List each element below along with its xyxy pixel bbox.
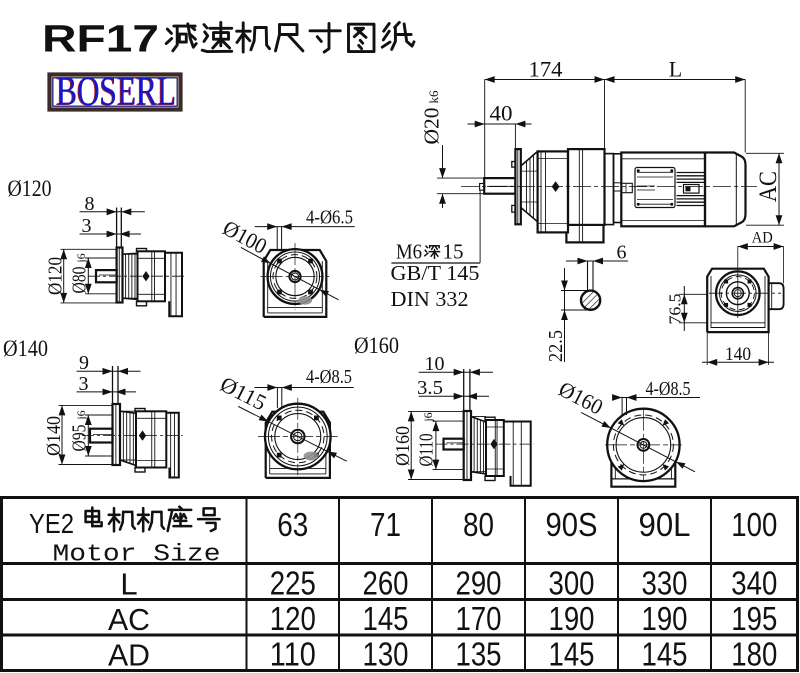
svg-text:M6: M6 <box>396 240 422 264</box>
svg-text:Motor Size: Motor Size <box>53 542 221 569</box>
svg-text:180: 180 <box>731 636 777 673</box>
svg-text:Ø120: Ø120 <box>8 176 52 201</box>
svg-text:AC: AC <box>108 602 150 637</box>
svg-text:Ø140: Ø140 <box>43 416 65 456</box>
svg-text:Ø160: Ø160 <box>392 426 414 466</box>
svg-text:71: 71 <box>370 506 401 543</box>
svg-text:130: 130 <box>363 636 409 673</box>
svg-text:Ø140: Ø140 <box>3 336 48 361</box>
svg-text:90L: 90L <box>639 506 691 543</box>
svg-text:AC: AC <box>755 171 782 202</box>
svg-text:90S: 90S <box>546 506 598 543</box>
svg-text:Ø160: Ø160 <box>354 333 399 358</box>
svg-text:8: 8 <box>85 193 95 215</box>
svg-text:BOSERL: BOSERL <box>56 68 176 114</box>
svg-text:L: L <box>120 567 137 602</box>
svg-text:9: 9 <box>79 352 89 374</box>
svg-text:Ø120: Ø120 <box>45 257 67 295</box>
svg-text:145: 145 <box>363 600 409 637</box>
svg-text:145: 145 <box>642 636 688 673</box>
svg-text:174: 174 <box>529 57 563 82</box>
svg-text:40: 40 <box>490 101 513 126</box>
svg-text:6: 6 <box>617 242 627 264</box>
svg-text:10: 10 <box>425 353 445 375</box>
svg-text:BOSERL: BOSERL <box>55 68 175 114</box>
svg-text:j6: j6 <box>74 253 88 263</box>
svg-text:DIN 332: DIN 332 <box>391 287 469 311</box>
svg-text:Ø80: Ø80 <box>69 267 91 294</box>
svg-text:290: 290 <box>456 565 502 602</box>
svg-text:330: 330 <box>642 565 688 602</box>
svg-text:100: 100 <box>731 506 777 543</box>
svg-text:3.5: 3.5 <box>417 377 443 399</box>
svg-text:190: 190 <box>549 600 595 637</box>
svg-text:4-Ø6.5: 4-Ø6.5 <box>306 206 353 228</box>
svg-text:AD: AD <box>752 229 773 246</box>
svg-text:340: 340 <box>731 565 777 602</box>
svg-text:63: 63 <box>277 506 308 543</box>
svg-text:Ø95: Ø95 <box>69 425 91 452</box>
svg-text:225: 225 <box>270 565 316 602</box>
svg-text:GB/T 145: GB/T 145 <box>391 261 480 285</box>
svg-text:22.5: 22.5 <box>545 330 567 362</box>
svg-text:k6: k6 <box>426 90 441 104</box>
svg-text:j6: j6 <box>74 410 88 420</box>
svg-text:YE2: YE2 <box>29 508 74 539</box>
svg-text:120: 120 <box>270 600 316 637</box>
svg-text:260: 260 <box>363 565 409 602</box>
svg-text:145: 145 <box>549 636 595 673</box>
svg-text:195: 195 <box>731 600 777 637</box>
svg-text:4-Ø8.5: 4-Ø8.5 <box>306 366 352 388</box>
svg-text:140: 140 <box>725 344 751 365</box>
svg-text:110: 110 <box>270 636 316 673</box>
svg-text:AD: AD <box>108 638 150 673</box>
svg-text:76.5: 76.5 <box>666 294 685 325</box>
svg-text:3: 3 <box>82 215 92 237</box>
svg-text:300: 300 <box>549 565 595 602</box>
svg-text:L: L <box>669 57 682 82</box>
svg-text:Ø110: Ø110 <box>416 434 438 467</box>
svg-text:RF17: RF17 <box>42 19 159 61</box>
svg-text:170: 170 <box>456 600 502 637</box>
svg-text:80: 80 <box>463 506 494 543</box>
svg-text:15: 15 <box>443 240 464 264</box>
svg-text:190: 190 <box>642 600 688 637</box>
svg-text:135: 135 <box>456 636 502 673</box>
svg-text:3: 3 <box>79 373 89 395</box>
svg-text:4-Ø8.5: 4-Ø8.5 <box>646 378 691 400</box>
svg-text:Ø20: Ø20 <box>420 108 444 145</box>
svg-text:j6: j6 <box>421 412 435 422</box>
